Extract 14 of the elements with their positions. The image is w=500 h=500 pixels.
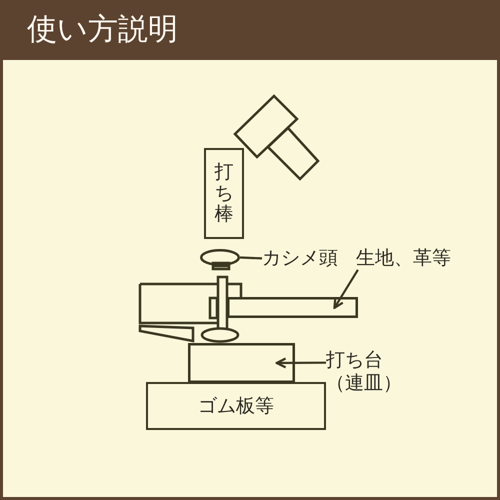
part-label: 生地、革等 (356, 247, 451, 270)
anvil-block (188, 343, 295, 383)
fabric-strip (227, 297, 358, 318)
part-label: カシメ頭 (262, 247, 338, 270)
leader-line (240, 256, 262, 260)
rod-box (204, 148, 244, 239)
rivet-cap (200, 249, 240, 266)
page-title: 使い方説明 (27, 13, 178, 47)
leader-arrow (276, 357, 326, 368)
part-label: ゴム板等 (198, 394, 274, 418)
rubber-mat-box (146, 382, 326, 430)
part-label: 打ち棒 (214, 162, 234, 225)
part-label: 打ち台（連皿） (326, 349, 404, 395)
leader-arrow (333, 269, 359, 310)
